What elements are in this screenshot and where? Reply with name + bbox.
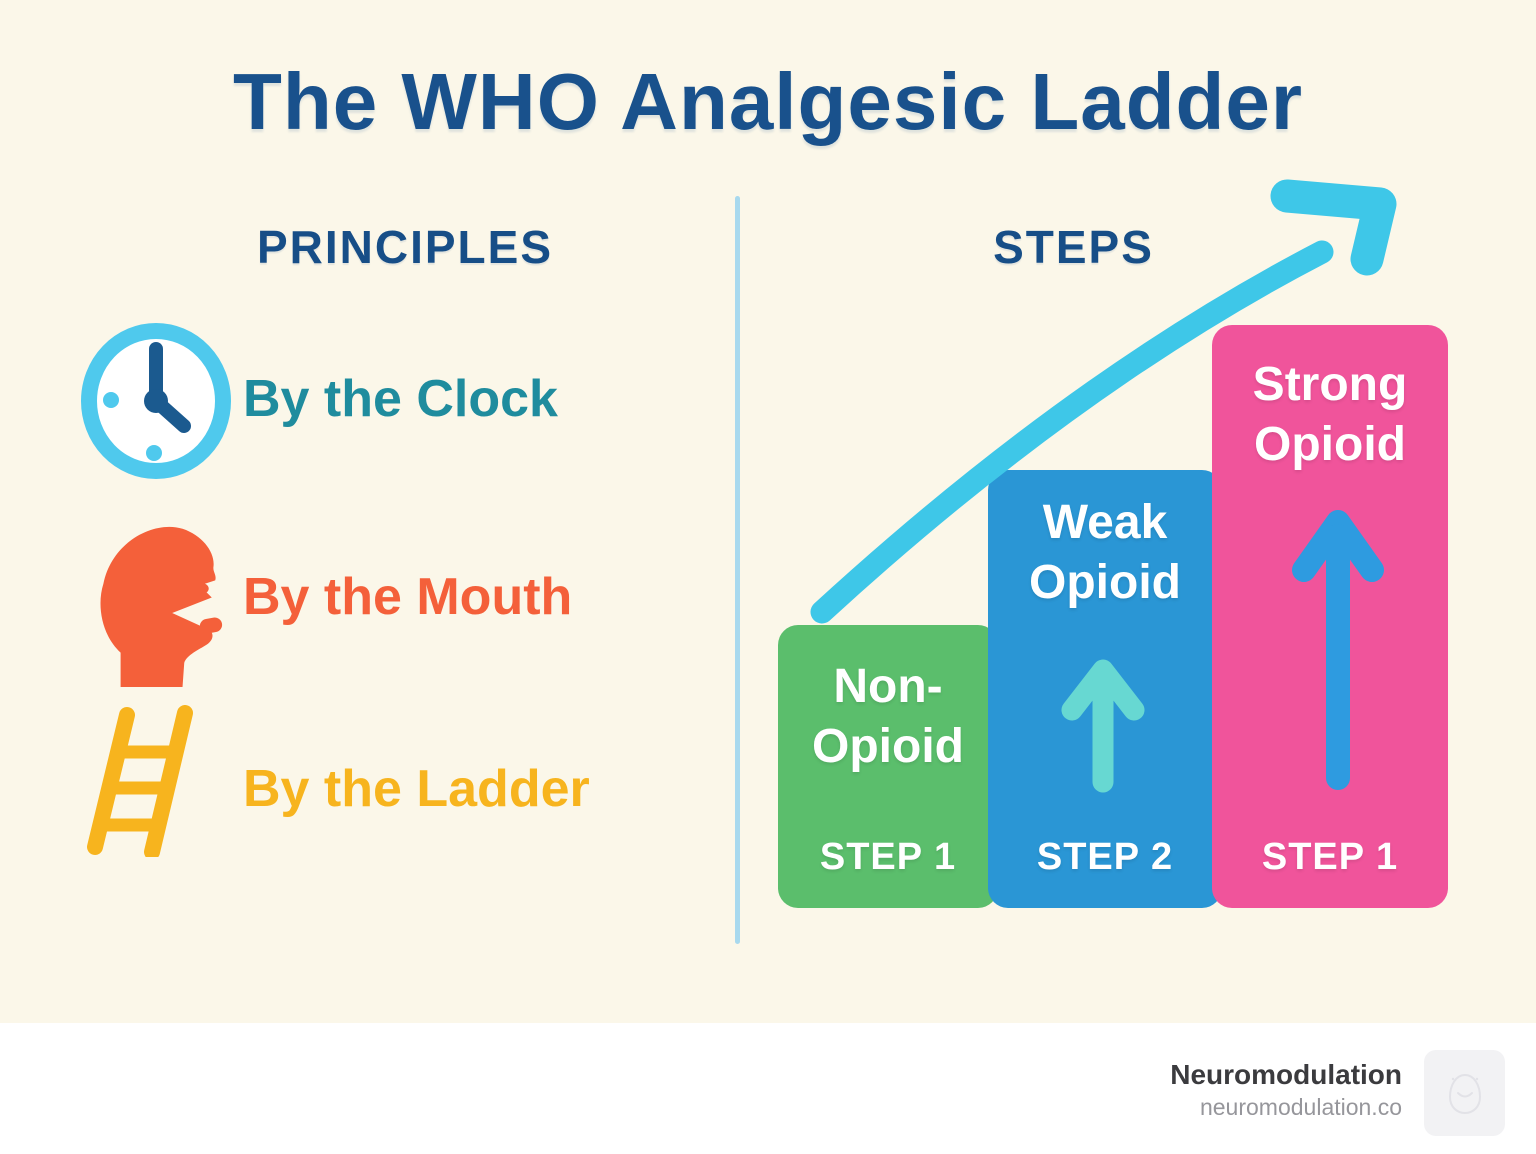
up-arrow-icon [1057, 652, 1149, 799]
page-title: The WHO Analgesic Ladder [232, 57, 1304, 146]
bar-label: Strong Opioid [1252, 358, 1408, 471]
steps-heading: STEPS [993, 221, 1154, 273]
bar-label: Non- Opioid [812, 660, 964, 773]
step-bar-non-opioid: Non- Opioid STEP 1 [778, 625, 998, 908]
bar-label: Weak Opioid [1029, 496, 1181, 609]
bar-step-label: STEP 2 [1036, 836, 1174, 878]
footer-strip [0, 1023, 1536, 1154]
step-bar-weak-opioid: Weak Opioid STEP 2 [988, 470, 1222, 908]
brand-name: Neuromodulation [1170, 1059, 1402, 1090]
mouth-icon [85, 515, 225, 692]
principles-heading: PRINCIPLES [256, 221, 554, 273]
brand-url: neuromodulation.co [1199, 1094, 1402, 1120]
clock-icon [80, 323, 232, 484]
ladder-icon [85, 705, 200, 862]
bar-step-label: STEP 1 [819, 836, 957, 878]
step-bar-strong-opioid: Strong Opioid STEP 1 [1212, 325, 1448, 908]
section-divider [735, 196, 740, 944]
mascot-logo-icon [1424, 1050, 1505, 1136]
up-arrow-icon [1288, 500, 1388, 800]
bar-step-label: STEP 1 [1261, 836, 1399, 878]
principle-label-clock: By the Clock [243, 370, 558, 428]
brand-block: Neuromodulation neuromodulation.co [1170, 1058, 1402, 1122]
principle-label-mouth: By the Mouth [243, 568, 573, 626]
principle-label-ladder: By the Ladder [243, 760, 590, 818]
